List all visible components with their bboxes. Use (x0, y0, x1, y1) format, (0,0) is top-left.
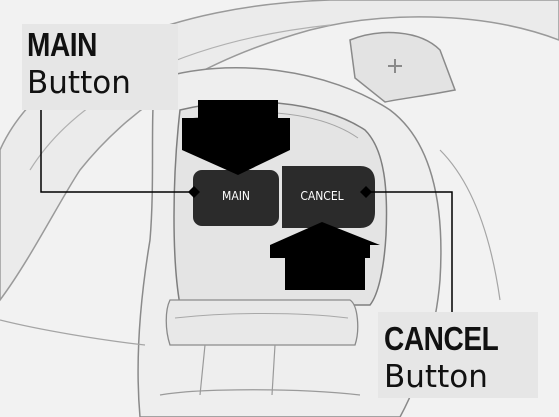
main-button-label: MAIN (222, 189, 250, 203)
main-button[interactable]: MAIN (193, 170, 279, 226)
main-callout-title: MAIN (27, 26, 97, 63)
main-button-callout: MAIN Button (22, 24, 178, 110)
left-spoke-contour (0, 319, 146, 346)
cancel-button-body[interactable] (282, 166, 375, 228)
cancel-callout-title: CANCEL (384, 320, 499, 357)
main-button-body[interactable] (193, 170, 279, 226)
cancel-button-label: CANCEL (300, 189, 343, 203)
main-callout-subtitle: Button (27, 65, 131, 101)
cancel-leader-diamond (360, 186, 372, 198)
spoke-contour (439, 149, 501, 301)
pad-dividers (199, 344, 276, 396)
pad-bottom-line (159, 389, 361, 396)
paddle-shifter (349, 31, 457, 103)
main-arrow-down (182, 100, 290, 175)
main-leader-line (40, 110, 194, 193)
cancel-arrow-up (270, 222, 380, 290)
lower-control-pad (165, 299, 359, 346)
pad-contour (174, 313, 349, 319)
plus-icon (388, 59, 402, 73)
cancel-callout-subtitle: Button (384, 359, 488, 395)
cancel-button[interactable]: CANCEL (282, 166, 375, 228)
main-leader-diamond (188, 186, 200, 198)
cancel-leader-line (366, 191, 453, 318)
cancel-button-callout: CANCEL Button (378, 312, 538, 398)
